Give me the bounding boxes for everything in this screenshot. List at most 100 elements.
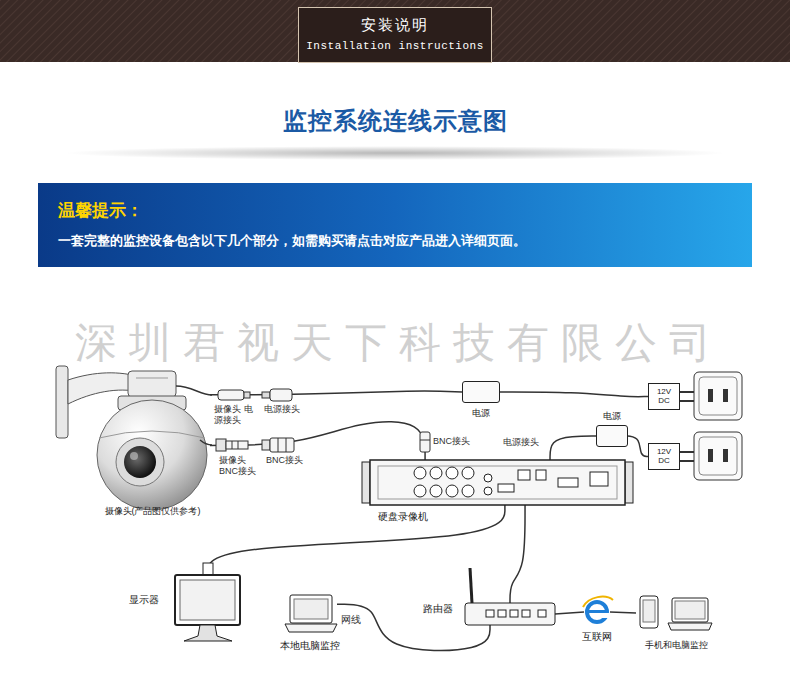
node-label: 硬盘录像机	[378, 511, 428, 523]
power-connector-part	[244, 392, 250, 398]
cable	[510, 505, 525, 603]
local-laptop: 本地电脑监控	[283, 595, 337, 632]
bnc-connector	[216, 432, 430, 452]
node-label: 温馨提示：	[58, 201, 143, 221]
power-connector	[218, 389, 292, 401]
internet-icon-part	[587, 602, 607, 622]
edge-label: 网线	[340, 613, 362, 627]
wall-socket-part	[694, 432, 742, 480]
dc-plug: 12V DC	[648, 383, 680, 410]
router-drawing-part	[486, 610, 494, 617]
camera: 摄像头(产品图仅供参考)	[95, 370, 210, 500]
router-drawing	[465, 568, 555, 625]
dvr-drawing-part	[370, 460, 625, 505]
dvr: 硬盘录像机	[370, 460, 625, 505]
laptop-drawing-part	[294, 599, 328, 619]
page-title: 监控系统连线示意图	[0, 105, 790, 137]
cable	[610, 612, 636, 613]
camera-drawing	[56, 366, 212, 510]
bnc-connector-part	[420, 432, 430, 452]
bnc-connector-part	[232, 441, 233, 449]
connector-label: 电源接头	[503, 437, 539, 448]
cable	[550, 436, 596, 460]
dvr-drawing-part	[378, 466, 617, 499]
bnc-connector-part	[420, 440, 430, 441]
camera-drawing-part	[176, 386, 212, 395]
watermark: 深圳君视天下科技有限公司	[75, 318, 723, 368]
mobile-pc: 手机和电脑监控	[636, 594, 716, 632]
dvr-drawing-part	[414, 485, 426, 497]
dvr-drawing	[362, 460, 633, 505]
internet-icon-part	[599, 613, 611, 618]
dvr-drawing-part	[498, 484, 514, 492]
monitor-drawing-part	[175, 575, 240, 625]
dvr-drawing-part	[558, 478, 578, 487]
node-label: 12V DC	[654, 448, 674, 466]
router-drawing-part	[522, 610, 530, 617]
wall-socket-part	[723, 389, 728, 402]
dvr-drawing-part	[430, 485, 442, 497]
node-label: 本地电脑监控	[280, 640, 340, 652]
monitor-drawing-part	[184, 625, 232, 641]
node-label: 手机和电脑监控	[645, 640, 708, 651]
wall-socket	[680, 372, 742, 480]
camera-drawing-part	[99, 431, 205, 438]
dvr-drawing-part	[590, 472, 608, 486]
bnc-connector-part	[270, 438, 294, 452]
camera-drawing-part	[130, 452, 138, 460]
node-body: 一套完整的监控设备包含以下几个部分，如需购买请点击对应产品进入详细页面。	[58, 233, 526, 249]
dvr-drawing-part	[446, 485, 458, 497]
top-banner	[0, 0, 790, 62]
node-label: 电源	[603, 411, 621, 422]
router-drawing-part	[498, 610, 506, 617]
dvr-drawing-part	[462, 467, 474, 479]
internet-icon-part	[588, 610, 606, 613]
camera-drawing-part	[116, 438, 164, 486]
wall-socket-part	[708, 389, 713, 402]
bnc-connector-part	[286, 438, 287, 452]
monitor: 显示器	[175, 575, 240, 625]
monitor-drawing-part	[180, 580, 235, 620]
bnc-connector-part	[226, 441, 248, 449]
cable	[208, 505, 505, 575]
dvr-drawing-part	[446, 467, 458, 479]
laptop-drawing	[285, 595, 337, 632]
dvr-drawing-part	[462, 485, 474, 497]
dvr-drawing-part	[484, 487, 492, 495]
title-shadow-part	[65, 146, 725, 160]
router: 路由器	[465, 603, 555, 625]
camera-drawing-part	[56, 366, 68, 438]
wall-socket-part	[708, 449, 713, 462]
node-body: Installation instructions	[306, 40, 484, 53]
internet-icon-part	[583, 597, 613, 607]
node-label: 显示器	[129, 594, 159, 606]
wall-socket-part	[699, 437, 737, 475]
cable	[555, 612, 584, 614]
wall-socket-part	[699, 377, 737, 415]
cable	[628, 436, 648, 457]
node-label: 摄像头(产品图仅供参考)	[105, 506, 201, 517]
monitor-drawing-part	[203, 563, 213, 575]
dvr-drawing-part	[625, 462, 633, 503]
wall-socket-part	[723, 449, 728, 462]
dvr-drawing-part	[362, 462, 370, 503]
dvr-drawing-part	[414, 467, 426, 479]
wall-socket-part	[694, 372, 742, 420]
node-label: 12V DC	[654, 388, 674, 406]
power-connector-part	[262, 392, 270, 398]
banner-box: 安装说明Installation instructions	[298, 7, 492, 63]
dvr-drawing-part	[536, 470, 546, 480]
dc-plug: 12V DC	[648, 443, 680, 470]
power-connector-part	[270, 389, 292, 401]
connector-label: BNC接头	[433, 436, 470, 447]
phone-laptop-drawing-part	[643, 600, 655, 622]
camera-drawing-part	[128, 371, 176, 397]
monitor-drawing	[175, 563, 240, 641]
bnc-connector-part	[278, 438, 279, 452]
tip-band: 温馨提示： 一套完整的监控设备包含以下几个部分，如需购买请点击对应产品进入详细页面…	[38, 183, 752, 267]
node-label: 路由器	[423, 603, 453, 615]
node-label: 电源	[472, 408, 490, 419]
bnc-connector-part	[238, 441, 239, 449]
camera-drawing-part	[200, 440, 212, 445]
